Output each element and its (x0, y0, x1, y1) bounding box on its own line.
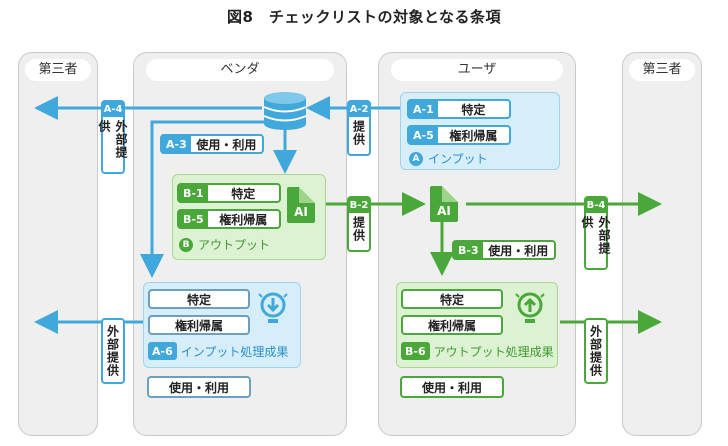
a6-tag: A-6 (148, 342, 177, 360)
b4-label: 外部提供 (580, 216, 611, 255)
lane-header-third-party-right: 第三者 (629, 59, 695, 81)
lane-header-vendor: ベンダ (146, 59, 334, 81)
output-result-use-label: 使用・利用 (421, 380, 482, 395)
right-bottom-external-provide: 外部提供 (584, 318, 608, 384)
output-result-specify: 特定 (401, 289, 503, 309)
b1-tag: B-1 (179, 185, 208, 201)
a1-tag: A-1 (409, 101, 438, 117)
b4-tag: B-4 (586, 198, 606, 213)
ai-document-icon: AI (430, 186, 458, 222)
input-result-specify: 特定 (148, 289, 250, 309)
a2-provide: A-2 提供 (347, 100, 371, 156)
b1-specify-box: B-1 特定 (177, 183, 281, 203)
a6-input-result: A-6 インプット処理成果 (148, 341, 290, 361)
input-result-rights-label: 権利帰属 (174, 318, 223, 333)
b5-rights-box: B-5 権利帰属 (177, 209, 281, 229)
lightbulb-download-icon (258, 289, 288, 329)
output-circle-badge: B (179, 237, 193, 252)
input-result-use-label: 使用・利用 (168, 380, 229, 395)
a3-label: 使用・利用 (196, 137, 257, 152)
ai-icon-text: AI (294, 205, 308, 219)
a2-label: 提供 (351, 120, 366, 146)
a6-label: インプット処理成果 (180, 344, 289, 359)
output-caption-text: アウトプット (198, 238, 271, 252)
output-result-panel: 特定 権利帰属 B-6 アウトプット処理成果 (396, 282, 558, 368)
b6-tag: B-6 (401, 342, 430, 360)
lightbulb-upload-icon (515, 289, 545, 329)
input-result-panel: 特定 権利帰属 A-6 インプット処理成果 (143, 282, 301, 368)
a1-specify-box: A-1 特定 (407, 99, 511, 119)
output-result-specify-label: 特定 (439, 292, 464, 307)
b3-use-box: B-3 使用・利用 (452, 240, 556, 260)
output-caption: B アウトプット (179, 236, 270, 253)
database-icon (263, 92, 307, 130)
a3-use-box: A-3 使用・利用 (160, 134, 264, 154)
a5-label: 権利帰属 (449, 128, 498, 143)
b3-label: 使用・利用 (488, 243, 549, 258)
a4-label: 外部提供 (97, 120, 128, 159)
b2-label: 提供 (351, 216, 366, 242)
b2-tag: B-2 (349, 198, 369, 213)
output-result-rights-label: 権利帰属 (427, 318, 476, 333)
a5-rights-box: A-5 権利帰属 (407, 125, 511, 145)
input-circle-badge: A (409, 151, 423, 166)
right-bottom-label: 外部提供 (588, 325, 603, 377)
input-result-use: 使用・利用 (147, 376, 251, 398)
b5-label: 権利帰属 (219, 212, 268, 227)
b6-label: アウトプット処理成果 (433, 344, 554, 359)
lane-third-party-left: 第三者 (18, 52, 98, 436)
lane-third-party-right: 第三者 (622, 52, 702, 436)
ai-icon-text: AI (437, 204, 451, 218)
user-input-panel: A-1 特定 A-5 権利帰属 A インプット (400, 92, 560, 170)
input-result-rights: 権利帰属 (148, 315, 250, 335)
a5-tag: A-5 (409, 127, 438, 143)
lane-header-user: ユーザ (391, 59, 563, 81)
b4-external-provide: B-4 外部提供 (580, 196, 611, 270)
b2-provide: B-2 提供 (347, 196, 371, 252)
b6-output-result: B-6 アウトプット処理成果 (401, 341, 555, 361)
figure-title: 図8 チェックリストの対象となる条項 (227, 8, 501, 26)
input-result-specify-label: 特定 (186, 292, 211, 307)
input-caption: A インプット (409, 150, 488, 167)
a4-tag: A-4 (103, 102, 123, 117)
lane-header-third-party-left: 第三者 (25, 59, 91, 81)
output-result-use: 使用・利用 (400, 376, 504, 398)
a3-tag: A-3 (162, 136, 191, 152)
b1-label: 特定 (231, 186, 256, 201)
a1-label: 特定 (461, 102, 486, 117)
ai-document-icon: AI (287, 187, 315, 223)
b3-tag: B-3 (454, 242, 483, 258)
b5-tag: B-5 (179, 211, 208, 227)
a2-tag: A-2 (349, 102, 369, 117)
left-bottom-external-provide: 外部提供 (101, 318, 125, 384)
input-caption-text: インプット (428, 152, 488, 166)
left-bottom-label: 外部提供 (105, 325, 120, 377)
a4-external-provide: A-4 外部提供 (97, 100, 128, 174)
vendor-output-panel: B-1 特定 B-5 権利帰属 B アウトプット AI (172, 174, 326, 260)
output-result-rights: 権利帰属 (401, 315, 503, 335)
